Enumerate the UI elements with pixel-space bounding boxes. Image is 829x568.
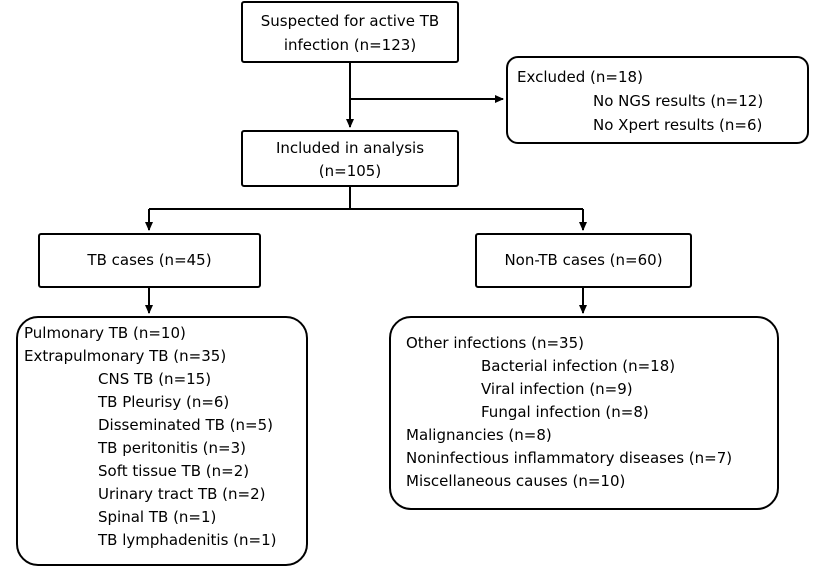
suspected-line1: Suspected for active TB <box>260 12 440 30</box>
included-box <box>241 130 459 187</box>
tb-cases-box <box>38 233 261 288</box>
non-tb-sub-item: Viral infection (n=9) <box>481 380 633 398</box>
tb-sub-item: TB lymphadenitis (n=1) <box>98 531 277 549</box>
excluded-box <box>506 56 809 144</box>
included-line2: (n=105) <box>318 162 382 180</box>
tb-pulmonary: Pulmonary TB (n=10) <box>24 324 186 342</box>
excluded-title: Excluded (n=18) <box>517 68 643 86</box>
tb-sub-item: Spinal TB (n=1) <box>98 508 217 526</box>
tb-sub-item: Disseminated TB (n=5) <box>98 416 273 434</box>
non-tb-cases-box <box>475 233 692 288</box>
suspected-line2: infection (n=123) <box>283 36 417 54</box>
non-tb-misc: Miscellaneous causes (n=10) <box>406 472 626 490</box>
excluded-item: No NGS results (n=12) <box>593 92 764 110</box>
tb-sub-item: TB peritonitis (n=3) <box>98 439 246 457</box>
non-tb-noninfectious: Noninfectious inflammatory diseases (n=7… <box>406 449 733 467</box>
excluded-item: No Xpert results (n=6) <box>593 116 763 134</box>
tb-extrapulmonary: Extrapulmonary TB (n=35) <box>24 347 227 365</box>
non-tb-details-box <box>389 316 779 510</box>
tb-cases-label: TB cases (n=45) <box>87 251 212 269</box>
included-line1: Included in analysis <box>275 139 425 157</box>
tb-sub-item: TB Pleurisy (n=6) <box>98 393 230 411</box>
suspected-box <box>241 1 459 63</box>
tb-sub-item: CNS TB (n=15) <box>98 370 212 388</box>
non-tb-sub-item: Fungal infection (n=8) <box>481 403 649 421</box>
non-tb-cases-label: Non-TB cases (n=60) <box>504 251 663 269</box>
non-tb-sub-item: Bacterial infection (n=18) <box>481 357 676 375</box>
tb-sub-item: Soft tissue TB (n=2) <box>98 462 250 480</box>
tb-details-box <box>16 316 308 566</box>
non-tb-other-infections: Other infections (n=35) <box>406 334 584 352</box>
tb-sub-item: Urinary tract TB (n=2) <box>98 485 266 503</box>
non-tb-malignancies: Malignancies (n=8) <box>406 426 552 444</box>
